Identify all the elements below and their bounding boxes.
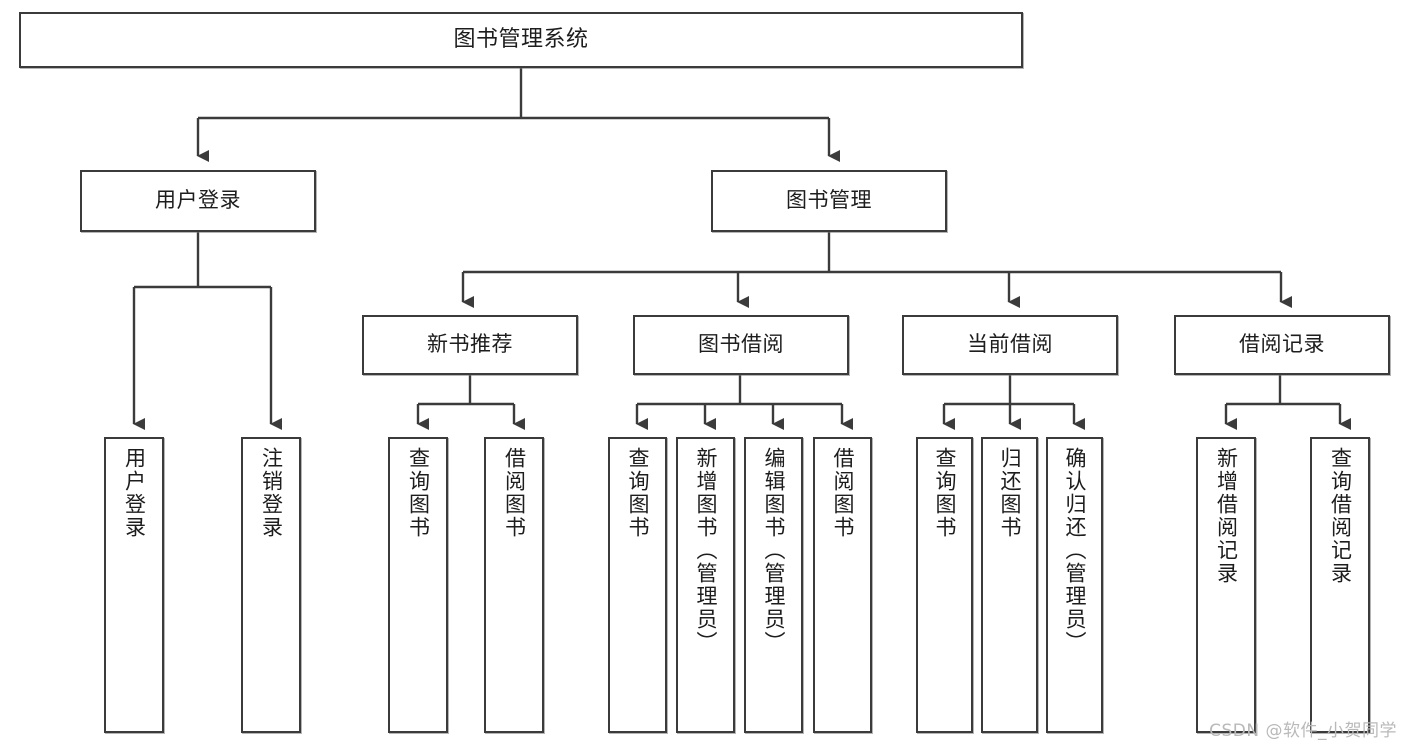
node-label: 图书管理系统: [453, 26, 589, 52]
leaf-query-book-current[interactable]: 查询图书: [916, 437, 973, 733]
leaf-borrow-book[interactable]: 借阅图书: [813, 437, 872, 733]
node-new-book-recommend[interactable]: 新书推荐: [362, 315, 578, 375]
leaf-edit-book[interactable]: 编辑图书（管理员）: [744, 437, 803, 733]
node-label: 查询图书: [933, 447, 957, 539]
node-label: 当前借阅: [967, 332, 1053, 357]
leaf-query-book-borrow[interactable]: 查询图书: [608, 437, 667, 733]
node-root-book-management-system[interactable]: 图书管理系统: [19, 12, 1023, 68]
node-label: 查询图书: [626, 447, 650, 539]
node-user-login[interactable]: 用户登录: [80, 170, 316, 232]
node-label: 新增图书（管理员）: [694, 447, 718, 654]
node-book-borrow[interactable]: 图书借阅: [633, 315, 849, 375]
node-label: 图书管理: [786, 188, 872, 213]
leaf-confirm-return[interactable]: 确认归还（管理员）: [1046, 437, 1103, 733]
node-label: 图书借阅: [698, 332, 784, 357]
leaf-return-book[interactable]: 归还图书: [981, 437, 1038, 733]
node-label: 借阅图书: [831, 447, 855, 539]
node-borrow-record[interactable]: 借阅记录: [1174, 315, 1390, 375]
node-label: 用户登录: [155, 188, 241, 213]
node-label: 查询图书: [406, 447, 431, 539]
leaf-borrow-book-recommend[interactable]: 借阅图书: [484, 437, 544, 733]
node-label: 归还图书: [998, 447, 1022, 539]
node-label: 用户登录: [122, 447, 147, 539]
leaf-add-borrow-record[interactable]: 新增借阅记录: [1196, 437, 1256, 733]
watermark-credit: CSDN @软件_小贺同学: [1209, 721, 1397, 741]
node-label: 借阅图书: [502, 447, 527, 539]
leaf-query-borrow-record[interactable]: 查询借阅记录: [1310, 437, 1370, 733]
node-current-borrow[interactable]: 当前借阅: [902, 315, 1118, 375]
node-label: 查询借阅记录: [1328, 447, 1353, 585]
node-label: 注销登录: [259, 447, 284, 539]
node-label: 新增借阅记录: [1214, 447, 1239, 585]
leaf-query-book-recommend[interactable]: 查询图书: [388, 437, 448, 733]
node-book-management[interactable]: 图书管理: [711, 170, 947, 232]
node-label: 新书推荐: [427, 332, 513, 357]
node-label: 编辑图书（管理员）: [762, 447, 786, 654]
node-label: 借阅记录: [1239, 332, 1325, 357]
leaf-user-login[interactable]: 用户登录: [104, 437, 164, 733]
leaf-add-book[interactable]: 新增图书（管理员）: [676, 437, 735, 733]
leaf-user-logout[interactable]: 注销登录: [241, 437, 301, 733]
node-label: 确认归还（管理员）: [1063, 447, 1087, 654]
